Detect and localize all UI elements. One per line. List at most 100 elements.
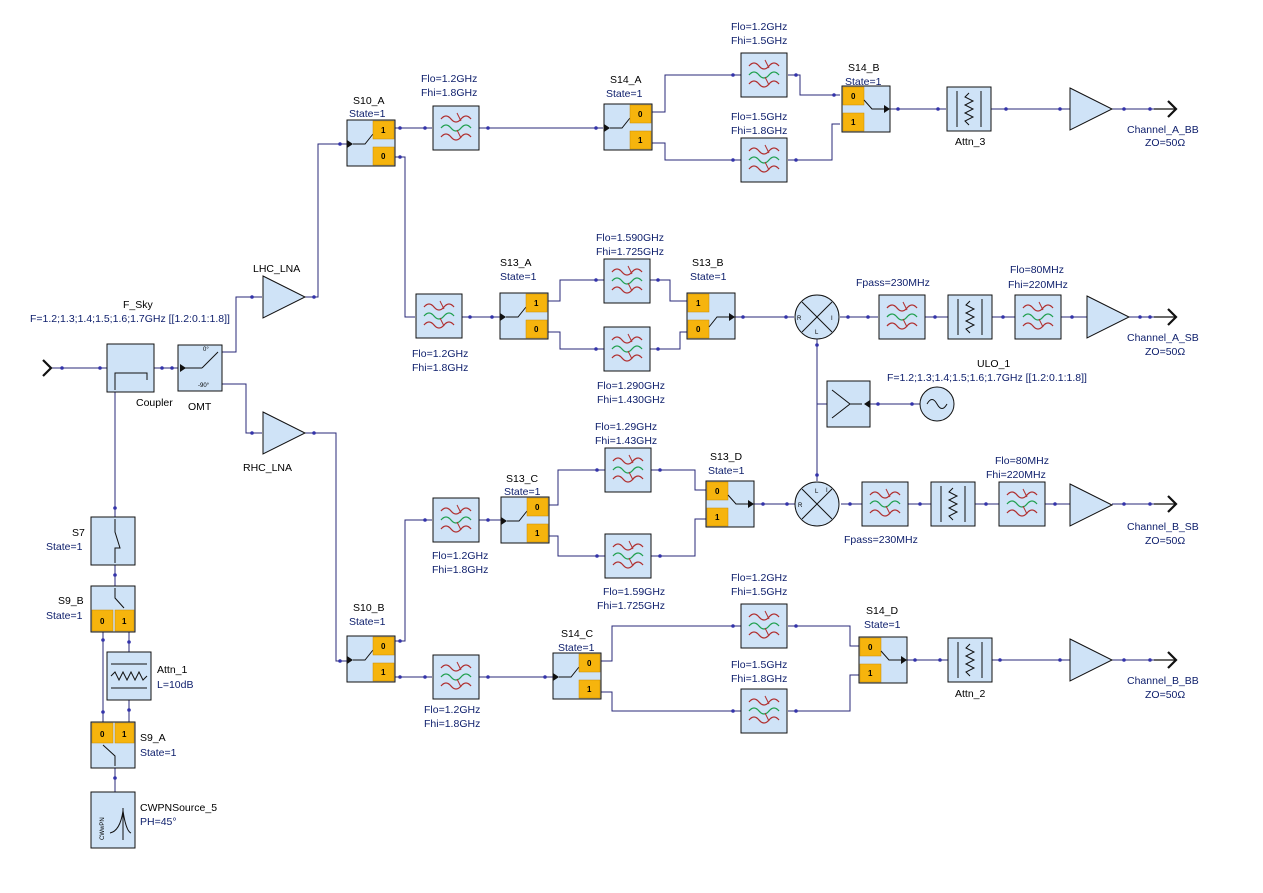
svg-text:1: 1	[122, 617, 127, 626]
rhc-lna-amp[interactable]	[262, 411, 306, 455]
filter-bsb-if-lp[interactable]	[861, 481, 909, 527]
switch-s9a[interactable]: 0 1	[90, 721, 136, 769]
filter-bsb-up-flo: Flo=1.29GHz	[595, 421, 657, 433]
switch-s13d[interactable]: 0 1	[705, 480, 755, 528]
switch-s13c[interactable]: 0 1	[500, 496, 550, 544]
mixer-b[interactable]: R L I	[794, 481, 840, 527]
switch-s13b[interactable]: 1 0	[686, 292, 736, 340]
mixer-a[interactable]: R I L	[794, 294, 840, 340]
s10b-name: S10_B	[353, 602, 385, 614]
filter-bsb-in-flo: Flo=1.2GHz	[432, 550, 488, 562]
input-arrow-icon	[42, 359, 53, 377]
svg-text:1: 1	[587, 685, 592, 694]
filter-a-in-fhi: Fhi=1.8GHz	[421, 87, 477, 99]
amp-b-bb[interactable]	[1069, 638, 1113, 682]
switch-s14b[interactable]: 0 1	[841, 85, 891, 133]
lo-source[interactable]	[919, 386, 955, 422]
svg-text:0: 0	[534, 325, 539, 334]
output-arrow-icon	[1152, 650, 1178, 670]
filter-asb-up-fhi: Fhi=1.725GHz	[596, 246, 664, 258]
attenuator-asb[interactable]	[947, 294, 993, 340]
filter-asb-if-lp[interactable]	[878, 294, 926, 340]
attn1-l: L=10dB	[157, 679, 194, 691]
filter-bbb-dn[interactable]	[740, 688, 788, 734]
switch-s13a[interactable]: 1 0	[499, 292, 549, 340]
svg-text:1: 1	[381, 126, 386, 135]
filter-bbb-in-fhi: Fhi=1.8GHz	[424, 718, 480, 730]
attn3-label: Attn_3	[955, 136, 986, 148]
filter-asb-if-bp-flo: Flo=80MHz	[1010, 264, 1064, 276]
filter-bsb-dn-fhi: Fhi=1.725GHz	[597, 600, 665, 612]
svg-text:0: 0	[381, 152, 386, 161]
s14a-state: State=1	[606, 88, 643, 100]
s14b-state: State=1	[845, 76, 882, 88]
switch-s9b[interactable]: 0 1	[90, 585, 136, 633]
filter-bbb-in[interactable]	[432, 654, 480, 700]
filter-a-dn[interactable]	[740, 137, 788, 183]
source-freq: F=1.2;1.3;1.4;1.5;1.6;1.7GHz [[1.2:0.1:1…	[30, 313, 230, 325]
svg-text:0: 0	[100, 730, 105, 739]
omt-block[interactable]: 0° -90°	[177, 344, 223, 392]
attenuator-bsb[interactable]	[930, 481, 976, 527]
lo-name: ULO_1	[977, 358, 1010, 370]
wire-junctions	[60, 73, 1152, 780]
switch-s14a[interactable]: 0 1	[603, 103, 653, 151]
coupler-block[interactable]	[106, 343, 155, 393]
out-a-bb-name: Channel_A_BB	[1127, 124, 1199, 136]
filter-asb-up[interactable]	[603, 258, 651, 304]
amp-a-bb[interactable]	[1069, 87, 1113, 131]
filter-asb-if-lp-label: Fpass=230MHz	[856, 277, 930, 289]
out-b-sb-name: Channel_B_SB	[1127, 521, 1199, 533]
s7-name: S7	[72, 527, 85, 539]
cwpn-source[interactable]: CWwPN	[90, 791, 136, 849]
output-arrow-icon	[1152, 494, 1178, 514]
filter-bbb-dn-fhi: Fhi=1.8GHz	[731, 673, 787, 685]
lo-splitter[interactable]	[826, 380, 871, 428]
lhc-lna-amp[interactable]	[262, 275, 306, 319]
filter-asb-dn[interactable]	[603, 326, 651, 372]
filter-asb-if-bp[interactable]	[1014, 294, 1062, 340]
switch-s14d[interactable]: 0 1	[858, 636, 908, 684]
s14d-state: State=1	[864, 619, 901, 631]
output-arrow-icon	[1152, 307, 1178, 327]
out-a-bb-z: ZO=50Ω	[1145, 137, 1185, 149]
switch-s10a[interactable]: 1 0	[346, 119, 396, 167]
svg-text:0: 0	[638, 110, 643, 119]
svg-text:1: 1	[381, 668, 386, 677]
svg-text:1: 1	[851, 118, 856, 127]
svg-text:R: R	[798, 503, 803, 509]
filter-bsb-dn[interactable]	[604, 533, 652, 579]
filter-a-in-flo: Flo=1.2GHz	[421, 73, 477, 85]
svg-text:0: 0	[851, 92, 856, 101]
out-a-sb-z: ZO=50Ω	[1145, 346, 1185, 358]
svg-text:1: 1	[715, 513, 720, 522]
svg-text:0°: 0°	[203, 347, 209, 353]
switch-s10b[interactable]: 0 1	[346, 635, 396, 683]
attenuator-attn2[interactable]	[947, 637, 993, 683]
s9b-name: S9_B	[58, 595, 84, 607]
lhc-lna-label: LHC_LNA	[253, 263, 300, 275]
amp-b-sb[interactable]	[1069, 483, 1113, 527]
s14d-name: S14_D	[866, 605, 899, 617]
output-arrow-icon	[1152, 99, 1178, 119]
filter-bsb-if-bp[interactable]	[998, 481, 1046, 527]
amp-a-sb[interactable]	[1086, 295, 1130, 339]
s14c-state: State=1	[558, 642, 595, 654]
filter-asb-up-flo: Flo=1.590GHz	[596, 232, 664, 244]
filter-asb-in[interactable]	[415, 293, 463, 339]
filter-a-up[interactable]	[740, 52, 788, 98]
svg-text:0: 0	[696, 325, 701, 334]
switch-s7[interactable]	[90, 516, 136, 566]
filter-bbb-dn-flo: Flo=1.5GHz	[731, 659, 787, 671]
filter-bsb-up[interactable]	[604, 447, 652, 493]
svg-text:0: 0	[587, 659, 592, 668]
attenuator-attn3[interactable]	[946, 86, 992, 132]
switch-s14c[interactable]: 0 1	[552, 652, 602, 700]
filter-bbb-up[interactable]	[740, 603, 788, 649]
filter-a-in[interactable]	[432, 105, 480, 151]
s9a-state: State=1	[140, 747, 177, 759]
s13a-state: State=1	[500, 271, 537, 283]
filter-bsb-in[interactable]	[432, 497, 480, 543]
attenuator-attn1[interactable]	[106, 651, 152, 701]
